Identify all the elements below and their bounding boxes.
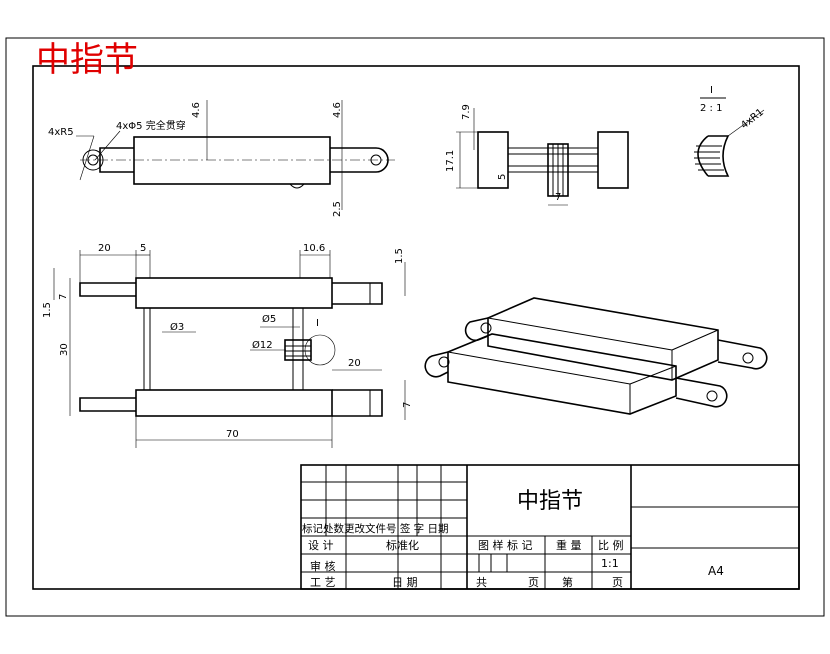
detail-profile	[708, 135, 730, 177]
label-hole-radius: 4xR5	[48, 127, 74, 138]
label-design: 设 计	[308, 539, 334, 552]
dim-7-right: 7	[402, 402, 413, 408]
dim-2-5: 2.5	[332, 201, 343, 217]
label-process: 工 艺	[310, 576, 336, 589]
dim-20-right: 20	[348, 358, 361, 369]
iso-lower-edge-1	[447, 351, 631, 385]
plan-upper-right-lug	[332, 282, 383, 305]
revision-header: 标记处数更改文件号 签 字 日期	[302, 522, 449, 535]
front-body	[133, 136, 331, 185]
detail-view: I 2 : 1 4xR1	[694, 85, 766, 177]
dim-10-6: 10.6	[303, 243, 325, 254]
iso-upper-left-hole	[480, 322, 492, 334]
label-stage-mark: 图 样 标 记	[478, 538, 533, 552]
iso-upper-edge-1	[487, 317, 673, 351]
plan-lower-left-lug	[79, 397, 136, 412]
iso-lower-left-lug	[424, 351, 449, 378]
label-total: 共	[476, 576, 487, 589]
dim-phi3: Ø3	[170, 321, 184, 333]
detail-scale: 2 : 1	[700, 103, 722, 114]
label-date: 日 期	[392, 576, 418, 589]
iso-upper-edge-2	[671, 329, 719, 351]
plan-lower-right-lug	[332, 389, 383, 417]
title-block: 中指节 标记处数更改文件号 签 字 日期 设 计 标准化 审 核 工 艺 日 期…	[300, 464, 800, 590]
dim-17-1: 17.1	[445, 150, 456, 172]
leader-r5	[79, 135, 95, 181]
dim-phi5: Ø5	[262, 313, 276, 325]
dim-4-6-b: 4.6	[332, 102, 343, 118]
dim-5-side: 5	[497, 174, 508, 180]
isometric-view	[424, 297, 768, 415]
label-review: 审 核	[310, 559, 336, 573]
detail-leader	[727, 109, 765, 137]
plan-lower-body	[135, 389, 333, 417]
label-page-unit-1: 页	[528, 576, 539, 589]
dim-20-top: 20	[98, 243, 111, 254]
side-right-block	[597, 131, 629, 189]
detail-label: I	[710, 85, 713, 96]
iso-upper-right-hole	[742, 352, 754, 364]
iso-lower-left-hole	[438, 356, 450, 368]
detail-arc-outer	[697, 135, 709, 177]
plan-pin-collar	[284, 339, 312, 361]
detail-radius: 4xR1	[739, 107, 766, 131]
value-ratio: 1:1	[601, 557, 619, 570]
front-bottom-boss	[289, 183, 305, 189]
iso-lower-edge-2	[629, 365, 677, 385]
label-weight: 重 量	[556, 538, 582, 552]
dim-70: 70	[226, 429, 239, 440]
plan-view: 20 5 10.6 1.5 7 1.5 30 Ø3 Ø5 I Ø12 20 7 …	[42, 243, 413, 448]
side-view: 7.9 17.1 5 7	[445, 104, 629, 206]
dim-7-side: 7	[555, 192, 561, 203]
inner-frame	[32, 65, 800, 590]
label-sheet: 第	[562, 575, 573, 589]
part-name: 中指节	[517, 489, 583, 514]
dim-7-left: 7	[58, 294, 69, 300]
plan-upper-left-lug	[79, 282, 136, 297]
dim-4-6-a: 4.6	[191, 102, 202, 118]
iso-upper-body	[487, 297, 719, 381]
dim-7-9: 7.9	[461, 104, 472, 120]
detail-callout-circle	[304, 334, 336, 366]
dim-30: 30	[59, 343, 70, 356]
label-slot-note: 4xΦ5 完全贯穿	[116, 119, 186, 132]
title-block-frame	[300, 464, 800, 590]
plan-upper-body	[135, 277, 333, 309]
dim-phi12: Ø12	[252, 339, 273, 351]
iso-upper-right-lug	[717, 339, 768, 370]
label-standardize: 标准化	[386, 538, 419, 552]
outer-border	[5, 37, 825, 617]
iso-lower-right-hole	[706, 390, 718, 402]
label-page-unit-2: 页	[612, 576, 623, 589]
dim-i-mark: I	[316, 318, 319, 329]
dim-5-top: 5	[140, 243, 146, 254]
label-ratio: 比 例	[598, 538, 624, 552]
dim-1-5-left: 1.5	[42, 302, 53, 318]
iso-lower-right-lug	[675, 377, 728, 408]
leader-slot	[94, 130, 121, 161]
dim-1-5-right: 1.5	[394, 248, 405, 264]
sheet-size: A4	[708, 564, 724, 578]
iso-lower-body	[447, 333, 677, 415]
front-view: 4xR5 4xΦ5 完全贯穿 4.6 4.6 2.5	[48, 100, 395, 217]
watermark-title: 中指节	[36, 40, 138, 80]
